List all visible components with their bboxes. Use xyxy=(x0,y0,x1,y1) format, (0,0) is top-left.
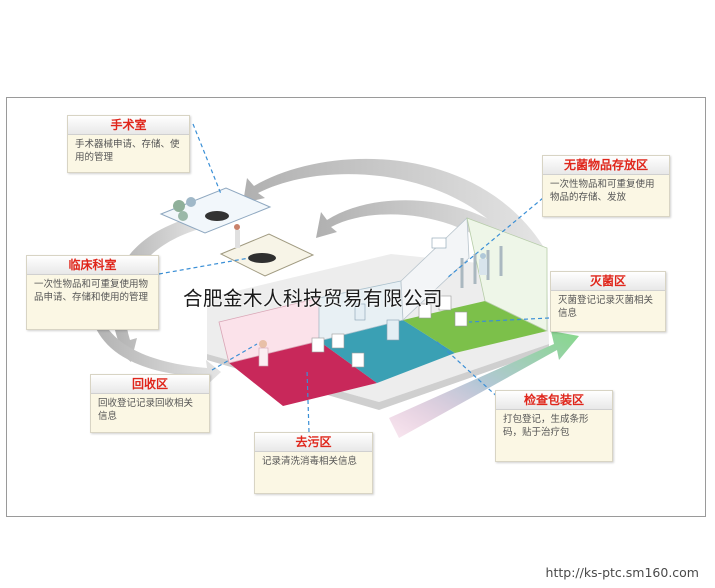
card-title: 手术室 xyxy=(68,116,189,135)
leader-lines xyxy=(158,123,550,433)
card-sterilization-zone: 灭菌区 灭菌登记记录灭菌相关信息 xyxy=(550,271,666,332)
card-description: 灭菌登记记录灭菌相关信息 xyxy=(558,295,654,319)
card-description: 一次性物品和可重复使用物品的存储、发放 xyxy=(550,179,655,203)
card-title: 灭菌区 xyxy=(551,272,665,291)
card-description: 手术器械申请、存储、使用的管理 xyxy=(75,139,180,163)
floor-plan-3d xyxy=(207,217,549,410)
surgery-room-tile xyxy=(159,187,272,234)
card-title: 临床科室 xyxy=(27,256,158,275)
card-recycle-zone: 回收区 回收登记记录回收相关信息 xyxy=(90,374,210,433)
card-inspection-packing: 检查包装区 打包登记，生成条形码，贴于治疗包 xyxy=(495,390,613,462)
card-decontamination-zone: 去污区 记录清洗消毒相关信息 xyxy=(254,432,373,494)
card-title: 回收区 xyxy=(91,375,209,394)
card-description: 打包登记，生成条形码，贴于治疗包 xyxy=(503,414,589,438)
card-description: 记录清洗消毒相关信息 xyxy=(262,456,358,467)
footer-url: http://ks-ptc.sm160.com xyxy=(545,565,699,580)
circulation-arrows xyxy=(89,158,543,384)
clinical-room-tile xyxy=(219,224,315,277)
card-description: 回收登记记录回收相关信息 xyxy=(98,398,194,422)
card-description: 一次性物品和可重复使用物品申请、存储和使用的管理 xyxy=(34,279,149,303)
workflow-illustration xyxy=(89,123,579,438)
card-title: 无菌物品存放区 xyxy=(543,156,669,175)
card-title: 检查包装区 xyxy=(496,391,612,410)
card-sterile-storage: 无菌物品存放区 一次性物品和可重复使用物品的存储、发放 xyxy=(542,155,670,217)
company-watermark: 合肥金木人科技贸易有限公司 xyxy=(183,287,444,310)
card-clinical-department: 临床科室 一次性物品和可重复使用物品申请、存储和使用的管理 xyxy=(26,255,159,330)
card-title: 去污区 xyxy=(255,433,372,452)
card-surgery-room: 手术室 手术器械申请、存储、使用的管理 xyxy=(67,115,190,173)
